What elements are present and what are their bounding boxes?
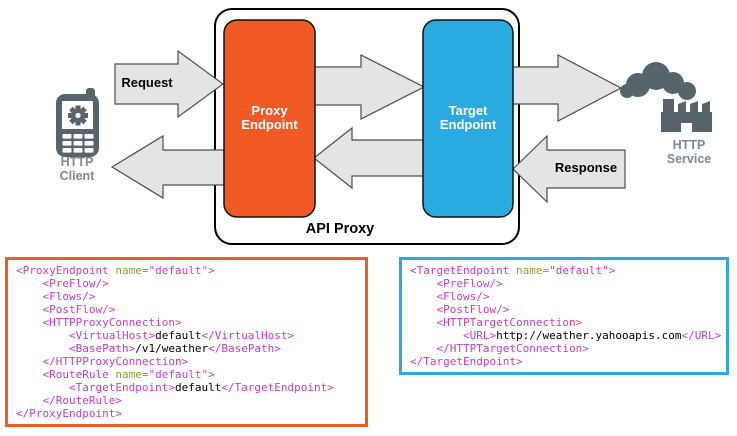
code-line: <PreFlow/> bbox=[42, 277, 109, 290]
proxy-endpoint-box bbox=[223, 19, 316, 218]
code-line: <PostFlow/> bbox=[42, 303, 116, 316]
code-line: <Flows/> bbox=[436, 290, 490, 303]
proxy-to-client-arrow bbox=[110, 134, 225, 200]
code-line: <ProxyEndpoint name="default"> bbox=[16, 264, 215, 277]
target-endpoint-label: Target Endpoint bbox=[439, 103, 497, 132]
target-endpoint-code-block: <TargetEndpoint name="default"> <PreFlow… bbox=[399, 257, 729, 375]
proxy-endpoint-code-block: <ProxyEndpoint name="default"> <PreFlow/… bbox=[5, 257, 368, 427]
code-line: <BasePath>/v1/weather</BasePath> bbox=[68, 342, 281, 355]
http-client-label: HTTP Client bbox=[59, 155, 95, 183]
service-response-arrow bbox=[512, 134, 626, 204]
target-to-service-arrow bbox=[511, 54, 623, 122]
code-line: </RouteRule> bbox=[42, 394, 122, 407]
proxy-endpoint-label: Proxy Endpoint bbox=[241, 103, 298, 132]
mobile-phone-icon bbox=[56, 88, 99, 157]
code-line: <HTTPTargetConnection> bbox=[436, 316, 583, 329]
api-proxy-diagram bbox=[56, 8, 712, 245]
proxy-to-target-arrow bbox=[313, 54, 426, 120]
code-line: <TargetEndpoint>default</TargetEndpoint> bbox=[68, 381, 334, 394]
code-line: <PreFlow/> bbox=[436, 277, 503, 290]
code-line: <Flows/> bbox=[42, 290, 96, 303]
code-line: </HTTPProxyConnection> bbox=[42, 355, 189, 368]
gear-icon bbox=[68, 105, 88, 126]
flow-arrows bbox=[110, 49, 626, 204]
response-label: Response bbox=[554, 160, 618, 175]
code-line: </TargetEndpoint> bbox=[410, 355, 523, 368]
factory-icon bbox=[620, 62, 712, 132]
request-arrow bbox=[114, 49, 225, 119]
target-endpoint-box bbox=[422, 19, 514, 218]
code-line: <HTTPProxyConnection> bbox=[42, 316, 182, 329]
code-line: <URL>http://weather.yahooapis.com</URL> bbox=[462, 329, 722, 342]
code-line: <PostFlow/> bbox=[436, 303, 510, 316]
http-service-label: HTTP Service bbox=[666, 138, 712, 166]
code-line: <TargetEndpoint name="default"> bbox=[410, 264, 616, 277]
code-line: <RouteRule name="default"> bbox=[42, 368, 215, 381]
api-proxy-label: API Proxy bbox=[305, 221, 375, 237]
code-line: </ProxyEndpoint> bbox=[16, 407, 122, 420]
code-line: </HTTPTargetConnection> bbox=[436, 342, 589, 355]
phone-keypad bbox=[62, 134, 94, 153]
request-label: Request bbox=[121, 75, 173, 90]
code-line: <VirtualHost>default</VirtualHost> bbox=[68, 329, 295, 342]
